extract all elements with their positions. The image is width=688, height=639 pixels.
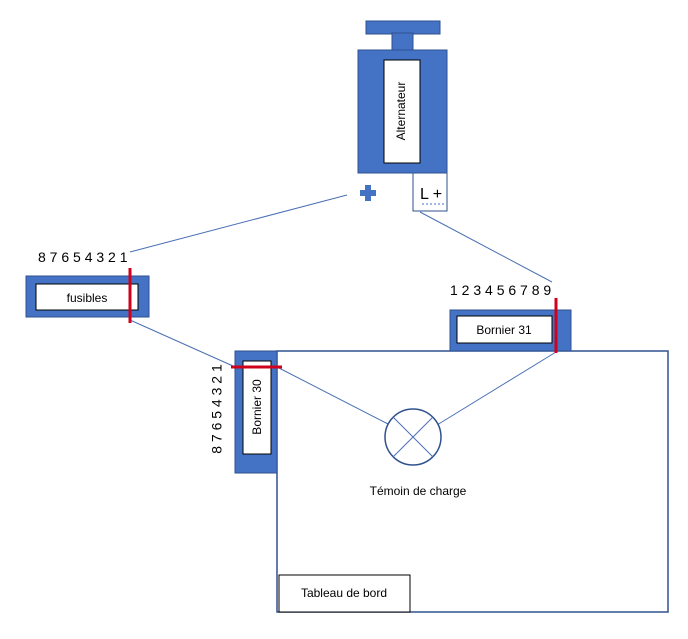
- bornier-31-numbers: 1 2 3 4 5 6 7 8 9: [450, 282, 551, 298]
- alternator-pulley: [365, 20, 441, 35]
- alternator-terminal-label: L +: [420, 186, 442, 203]
- positive-plus-icon: [360, 185, 376, 201]
- fuse-block-label-box: [35, 283, 139, 311]
- wire-plus-to-fuse: [129, 194, 348, 253]
- alternator-label: Alternateur: [394, 82, 408, 141]
- alternator-shaft: [391, 32, 414, 51]
- bornier-31-label: Bornier 31: [476, 323, 532, 337]
- dashboard-label: Tableau de bord: [301, 586, 387, 600]
- fuse-block-numbers: 8 7 6 5 4 3 2 1: [38, 249, 128, 265]
- dashboard-label-box: [278, 574, 411, 613]
- bornier-31-label-box: [456, 315, 553, 344]
- bornier-30-numbers: 8 7 6 5 4 3 2 1: [209, 364, 225, 454]
- dashboard-frame: [276, 350, 669, 613]
- bornier-30-label-box: [242, 360, 272, 455]
- wire-terminal-to-bornier31: [419, 211, 553, 283]
- wire-bornier30-to-lamp: [276, 366, 391, 426]
- wire-fuse-to-bornier30: [129, 319, 234, 367]
- alternator-label-box: [383, 59, 421, 164]
- charge-lamp-icon: [384, 408, 442, 466]
- alternator-terminal-box: [412, 172, 448, 212]
- fuse-block-label: fusibles: [67, 291, 108, 305]
- wire-bornier31-to-lamp: [436, 351, 557, 426]
- charge-lamp-label: Témoin de charge: [370, 484, 467, 498]
- bornier-30-label: Bornier 30: [250, 379, 264, 435]
